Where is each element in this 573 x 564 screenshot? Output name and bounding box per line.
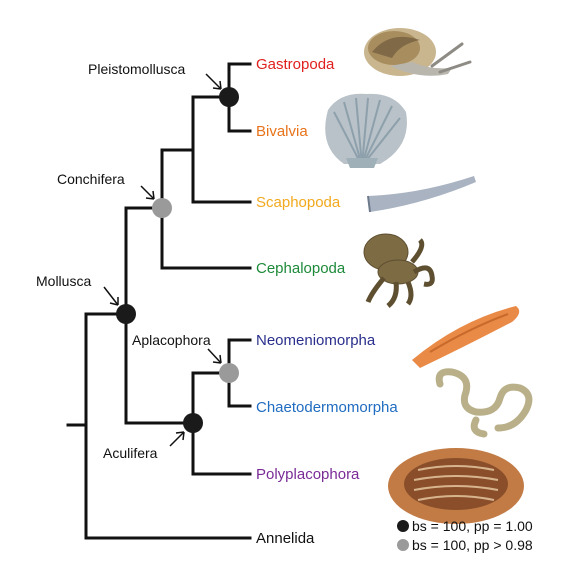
chiton-illustration bbox=[388, 448, 524, 524]
arrow-pleistomollusca bbox=[205, 73, 222, 90]
arrow-aculifera bbox=[169, 431, 185, 447]
taxon-labels: Gastropoda Bivalvia Scaphopoda Cephalopo… bbox=[256, 56, 398, 547]
taxon-polyplacophora: Polyplacophora bbox=[256, 466, 360, 483]
node-aculifera bbox=[183, 413, 203, 433]
taxon-annelida: Annelida bbox=[256, 530, 315, 547]
tree-branches bbox=[66, 62, 252, 540]
legend: bs = 100, pp = 1.00 bs = 100, pp > 0.98 bbox=[397, 518, 533, 553]
support-nodes bbox=[116, 87, 239, 433]
clade-label-conchifera: Conchifera bbox=[57, 171, 125, 187]
legend-strong-label: bs = 100, pp = 1.00 bbox=[412, 518, 533, 534]
arrow-mollusca bbox=[103, 286, 119, 306]
legend-moderate-dot bbox=[397, 539, 409, 551]
node-conchifera bbox=[152, 198, 172, 218]
tusk-shell-illustration bbox=[367, 176, 476, 213]
clade-label-aplacophora: Aplacophora bbox=[132, 332, 211, 348]
clade-label-mollusca: Mollusca bbox=[36, 273, 91, 289]
coiled-worm-illustration bbox=[435, 368, 533, 438]
solenogaster-worm-illustration bbox=[412, 306, 520, 368]
arrow-conchifera bbox=[140, 185, 155, 200]
taxon-chaetodermomorpha: Chaetodermomorpha bbox=[256, 399, 398, 416]
scallop-shell-illustration bbox=[325, 93, 407, 168]
taxon-scaphopoda: Scaphopoda bbox=[256, 194, 341, 211]
legend-strong-dot bbox=[397, 520, 409, 532]
taxon-bivalvia: Bivalvia bbox=[256, 123, 308, 140]
taxon-neomeniomorpha: Neomeniomorpha bbox=[256, 332, 376, 349]
node-pleistomollusca bbox=[219, 87, 239, 107]
legend-moderate-label: bs = 100, pp > 0.98 bbox=[412, 537, 533, 553]
octopus-illustration bbox=[363, 233, 435, 308]
clade-labels: Pleistomollusca Conchifera Mollusca Apla… bbox=[36, 61, 222, 461]
taxon-gastropoda: Gastropoda bbox=[256, 56, 335, 73]
snail-illustration bbox=[364, 28, 472, 76]
arrow-aplacophora bbox=[207, 348, 222, 364]
taxon-cephalopoda: Cephalopoda bbox=[256, 260, 346, 277]
clade-label-aculifera: Aculifera bbox=[103, 445, 158, 461]
clade-label-pleistomollusca: Pleistomollusca bbox=[88, 61, 185, 77]
node-mollusca bbox=[116, 304, 136, 324]
node-aplacophora bbox=[219, 363, 239, 383]
